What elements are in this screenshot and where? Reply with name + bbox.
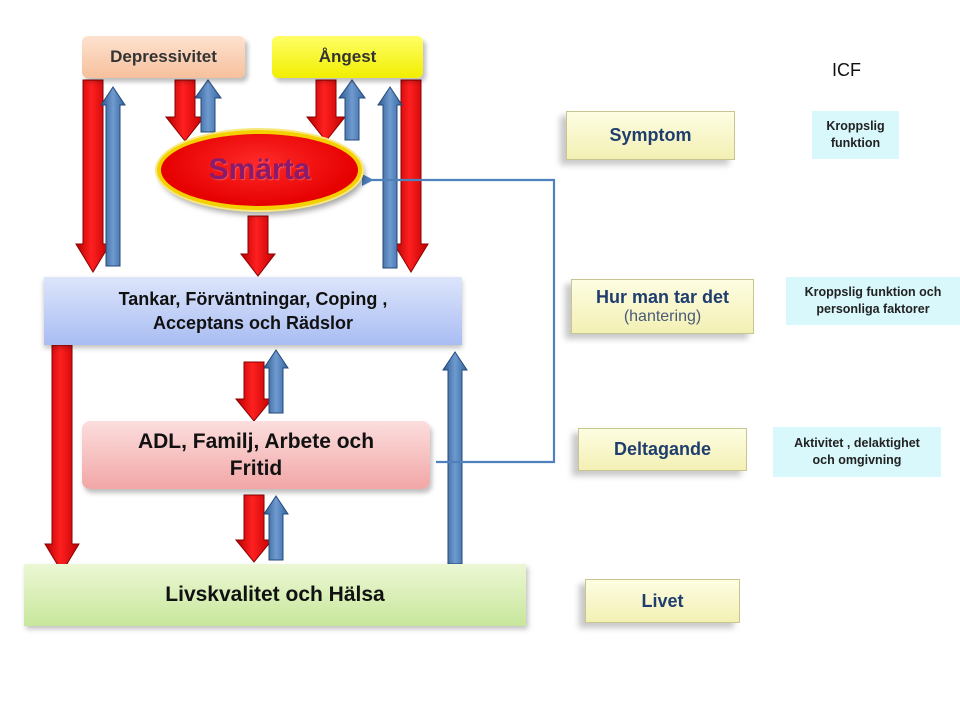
level-livet-box: Livet bbox=[585, 579, 740, 623]
down-arrow-tankar-to-livs bbox=[44, 344, 80, 573]
up-arrow-livs-to-adl bbox=[263, 495, 289, 561]
down-arrow-adl-to-livs bbox=[234, 494, 274, 563]
angest-box: Ångest bbox=[272, 36, 423, 78]
depressivitet-label: Depressivitet bbox=[110, 47, 217, 66]
smarta-label: Smärta bbox=[208, 153, 311, 186]
down-arrow-tankar-to-adl bbox=[234, 361, 274, 422]
adl-box: ADL, Familj, Arbete och Fritid bbox=[82, 421, 430, 489]
icf-title: ICF bbox=[832, 60, 861, 80]
level-hur-sublabel: (hantering) bbox=[623, 307, 702, 325]
up-arrow-adl-to-tankar bbox=[263, 349, 289, 414]
smarta-ellipse: Smärta bbox=[157, 130, 362, 210]
up-arrows bbox=[100, 79, 468, 565]
icf-note2-line1: Kroppslig funktion och bbox=[804, 285, 942, 299]
up-arrow-tankar-to-depr bbox=[100, 86, 126, 267]
adl-label-line1: ADL, Familj, Arbete och bbox=[137, 430, 375, 453]
icf-note-kroppslig-funktion: Kroppslig funktion bbox=[812, 111, 899, 159]
level-deltagande-box: Deltagande bbox=[578, 428, 747, 471]
level-livet-label: Livet bbox=[641, 590, 684, 611]
livskvalitet-box: Livskvalitet och Hälsa bbox=[24, 564, 526, 626]
down-arrow-angest-to-smarta bbox=[305, 79, 347, 142]
up-arrow-livs-to-tankar bbox=[442, 351, 468, 565]
feedback-connector-line bbox=[362, 174, 556, 464]
icf-note3-line1: Aktivitet , delaktighet bbox=[794, 436, 920, 450]
up-arrow-tankar-to-angest bbox=[377, 86, 403, 269]
angest-label: Ångest bbox=[318, 47, 377, 66]
adl-label-line2: Fritid bbox=[229, 457, 283, 480]
down-arrow-smarta-to-tankar bbox=[239, 215, 277, 277]
icf-note1-line2: funktion bbox=[830, 136, 881, 150]
tankar-label-line2: Acceptans och Rädslor bbox=[152, 313, 354, 333]
level-hur-label: Hur man tar det bbox=[595, 286, 730, 307]
livskvalitet-label: Livskvalitet och Hälsa bbox=[165, 583, 385, 606]
down-arrow-depr-to-smarta bbox=[164, 79, 206, 142]
icf-note3-line2: och omgivning bbox=[812, 453, 902, 467]
level-deltagande-label: Deltagande bbox=[613, 439, 712, 459]
icf-note2-line2: personliga faktorer bbox=[816, 302, 930, 316]
icf-note1-line1: Kroppslig bbox=[826, 119, 885, 133]
down-arrow-depr-to-tankar bbox=[75, 79, 111, 273]
level-symptom-label: Symptom bbox=[609, 125, 692, 145]
tankar-box: Tankar, Förväntningar, Coping , Acceptan… bbox=[44, 277, 462, 345]
down-arrow-angest-to-tankar bbox=[393, 79, 429, 273]
depressivitet-box: Depressivitet bbox=[82, 36, 245, 78]
up-arrow-smarta-to-depr bbox=[194, 79, 222, 133]
level-hur-box: Hur man tar det (hantering) bbox=[571, 279, 754, 334]
up-arrow-smarta-to-angest bbox=[338, 79, 366, 141]
tankar-label-line1: Tankar, Förväntningar, Coping , bbox=[118, 289, 388, 309]
level-symptom-box: Symptom bbox=[566, 111, 735, 160]
icf-note-aktivitet: Aktivitet , delaktighet och omgivning bbox=[773, 427, 941, 477]
down-arrows bbox=[44, 79, 429, 573]
icf-note-personliga-faktorer: Kroppslig funktion och personliga faktor… bbox=[786, 277, 960, 325]
